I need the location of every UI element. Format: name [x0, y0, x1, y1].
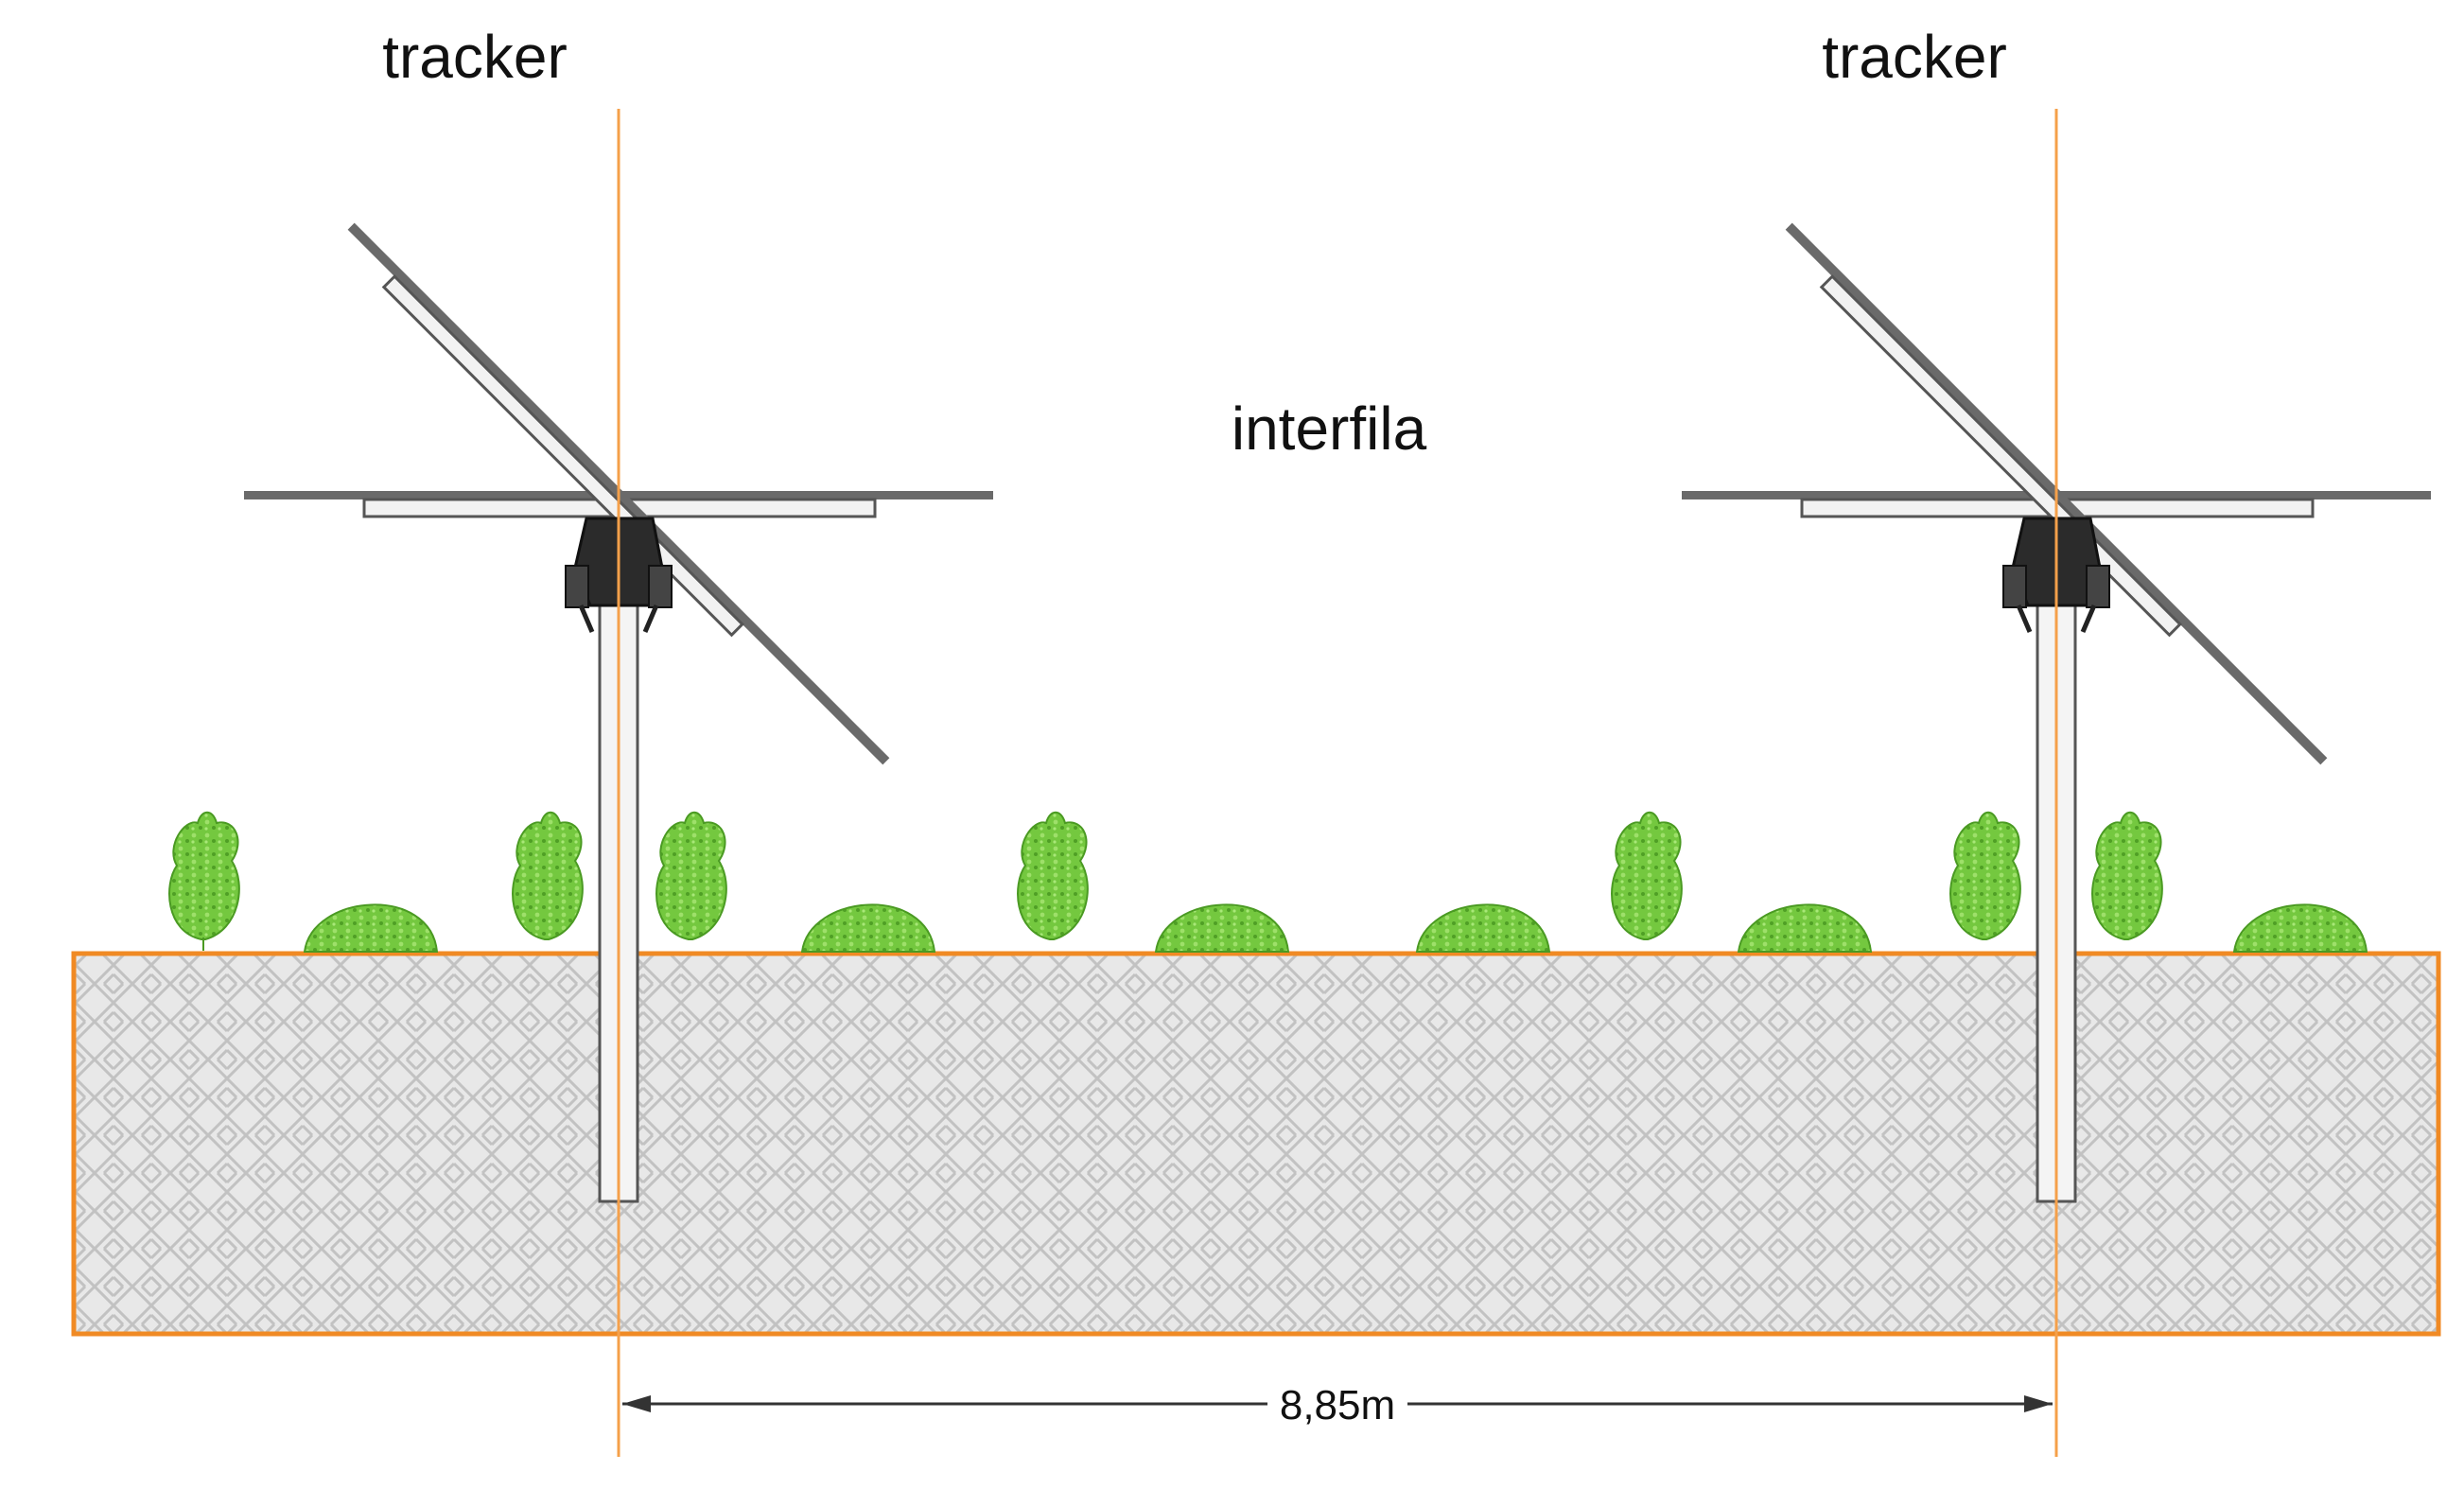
mound-plant	[1154, 903, 1290, 953]
mound-plant	[2232, 903, 2368, 953]
shrub-plant	[655, 811, 727, 940]
mound-plant	[800, 903, 936, 953]
shrub-plant	[1017, 811, 1089, 940]
mound-plant	[1415, 903, 1551, 953]
interrow-label: interfila	[1232, 394, 1427, 463]
spacing-label: 8,85m	[1280, 1382, 1395, 1428]
shrub-plant	[1949, 811, 2021, 940]
tracker-label-right: tracker	[1822, 23, 2007, 91]
shrub-plant	[512, 811, 584, 940]
ground-section	[71, 951, 2441, 1337]
mound-plant	[1737, 903, 1873, 953]
mound-plant	[303, 903, 439, 953]
crop-row	[168, 811, 2368, 953]
dimension-line	[622, 1395, 2053, 1412]
shrub-plant	[2091, 811, 2163, 940]
shrub-plant	[1611, 811, 1683, 940]
tracker-label-left: tracker	[382, 23, 568, 91]
shrub-plant	[168, 811, 240, 951]
